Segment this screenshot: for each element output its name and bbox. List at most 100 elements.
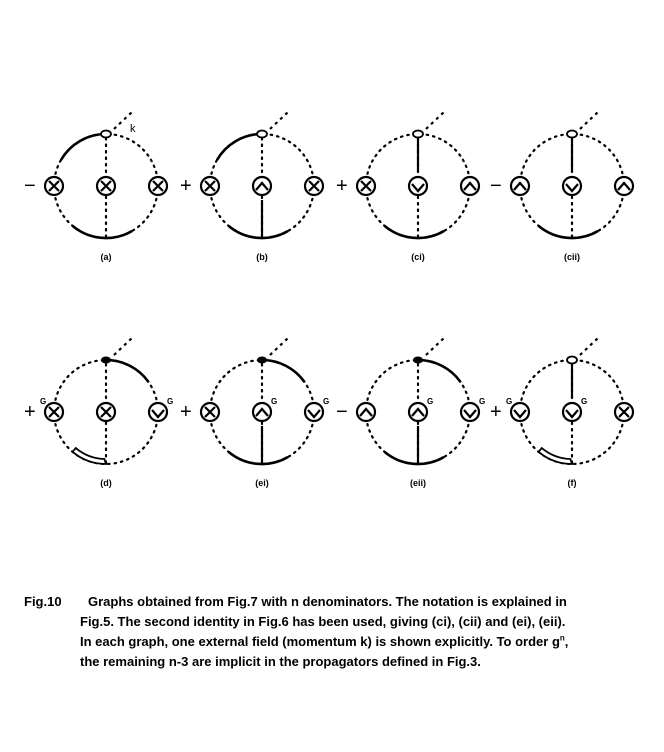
graph-ei-operator: + bbox=[180, 401, 192, 423]
graph-f-right-vertex-cross-mark bbox=[618, 406, 630, 418]
graph-ci: + (ci) bbox=[336, 111, 481, 262]
graph-ei-solid-arc-bottom bbox=[227, 450, 289, 466]
graph-d-right-g-label: G bbox=[167, 397, 173, 406]
figure-caption: Fig.10 Graphs obtained from Fig.7 with n … bbox=[24, 592, 644, 672]
graph-ci-right-vertex bbox=[459, 175, 481, 197]
graph-ci-left-vertex-cross-mark bbox=[360, 180, 372, 192]
graph-b-label: (b) bbox=[256, 252, 268, 262]
graph-d-right-vertex-ring bbox=[147, 401, 169, 423]
graph-ei-center-g-label: G bbox=[271, 397, 277, 406]
graph-cii-left-vertex bbox=[509, 175, 531, 197]
caption-text-3a: In each graph, one external field (momen… bbox=[80, 634, 560, 649]
graph-d-solid-arc-top bbox=[105, 358, 150, 383]
graph-b-left-vertex-cross-mark bbox=[204, 180, 216, 192]
graph-ci-external-field bbox=[425, 111, 445, 130]
graph-d-center-vertex bbox=[95, 401, 117, 423]
graph-f-external-field bbox=[579, 337, 599, 356]
graph-ci-right-vertex-ring bbox=[459, 175, 481, 197]
graph-a: k−(a) bbox=[24, 111, 169, 262]
graph-ci-operator: + bbox=[336, 175, 348, 197]
graph-eii-solid-arc-top bbox=[417, 358, 462, 383]
graph-ci-center-vertex-vee-mark bbox=[411, 183, 425, 193]
graph-b-center-vertex-hat-mark bbox=[255, 181, 269, 191]
graph-f-center-g-label: G bbox=[581, 397, 587, 406]
graph-f-right-vertex bbox=[613, 401, 635, 423]
graph-cii-top-vertex bbox=[566, 129, 578, 139]
graph-eii-operator: − bbox=[336, 401, 348, 423]
graph-d-left-g-label: G bbox=[40, 397, 46, 406]
graph-f-label: (f) bbox=[568, 478, 577, 488]
graph-a-right-vertex-cross-mark bbox=[152, 180, 164, 192]
graph-eii-center-vertex-ring bbox=[407, 401, 429, 423]
graph-b-center-vertex-ring bbox=[251, 175, 273, 197]
graph-b-operator: + bbox=[180, 175, 192, 197]
graph-cii-right-vertex-ring bbox=[613, 175, 635, 197]
graph-ci-label: (ci) bbox=[411, 252, 425, 262]
graph-eii-label: (eii) bbox=[410, 478, 426, 488]
graph-d-right-vertex-vee-mark bbox=[151, 409, 165, 419]
caption-text-3b: , bbox=[564, 634, 569, 649]
graph-a-momentum-label: k bbox=[130, 123, 136, 135]
graph-b-right-vertex-cross-mark bbox=[308, 180, 320, 192]
caption-line-2: Fig.5. The second identity in Fig.6 has … bbox=[80, 614, 566, 629]
graph-f-top-vertex bbox=[566, 355, 578, 365]
graph-cii-external-field bbox=[579, 111, 599, 130]
graph-eii-left-vertex bbox=[355, 401, 377, 423]
graph-cii-solid-arc-bottom bbox=[537, 224, 599, 240]
graph-f-left-vertex-ring bbox=[509, 401, 531, 423]
graph-ei-right-vertex-ring bbox=[303, 401, 325, 423]
graph-b-top-vertex bbox=[256, 129, 268, 139]
graph-d-right-vertex bbox=[147, 401, 169, 423]
graph-cii-right-vertex bbox=[613, 175, 635, 197]
graph-f-operator: + bbox=[490, 401, 502, 423]
graph-cii-operator: − bbox=[490, 175, 502, 197]
graph-cii-center-vertex bbox=[561, 175, 583, 197]
graph-eii-center-g-label: G bbox=[427, 397, 433, 406]
graph-ei-label: (ei) bbox=[255, 478, 269, 488]
caption-line-3: In each graph, one external field (momen… bbox=[24, 632, 644, 652]
graph-cii-label: (cii) bbox=[564, 252, 580, 262]
graph-f-center-vertex bbox=[561, 401, 583, 423]
graph-ei-center-vertex-hat-mark bbox=[255, 407, 269, 417]
graph-eii-external-field bbox=[425, 337, 445, 356]
graph-cii-center-vertex-ring bbox=[561, 175, 583, 197]
graph-d-operator: + bbox=[24, 401, 36, 423]
graph-b-solid-arc-top bbox=[215, 132, 263, 161]
caption-line-1: Fig.10 Graphs obtained from Fig.7 with n … bbox=[24, 592, 644, 612]
caption-line-4: the remaining n-3 are implicit in the pr… bbox=[80, 654, 481, 669]
graph-a-left-vertex bbox=[43, 175, 65, 197]
graph-ci-top-vertex bbox=[412, 129, 424, 139]
caption-figure-number: Fig.10 bbox=[24, 594, 62, 609]
graph-f-center-vertex-vee-mark bbox=[565, 409, 579, 419]
caption-superscript: n bbox=[559, 633, 565, 643]
graph-b-solid-arc-bottom bbox=[227, 224, 289, 240]
graph-f-left-g-label: G bbox=[506, 397, 512, 406]
graph-a-label: (a) bbox=[101, 252, 112, 262]
graph-b-left-vertex bbox=[199, 175, 221, 197]
caption-text-1: Graphs obtained from Fig.7 with n denomi… bbox=[88, 594, 567, 609]
graph-d-top-vertex bbox=[101, 356, 111, 364]
graph-f-left-vertex-vee-mark bbox=[513, 409, 527, 419]
graph-ei-right-vertex-vee-mark bbox=[307, 409, 321, 419]
graph-eii-solid-arc-bottom bbox=[383, 450, 445, 466]
graph-d-left-vertex-cross-mark bbox=[48, 406, 60, 418]
graph-ei-external-field bbox=[269, 337, 289, 356]
graph-eii-center-vertex-hat-mark bbox=[411, 407, 425, 417]
graph-ei-right-g-label: G bbox=[323, 397, 329, 406]
graph-eii-center-vertex bbox=[407, 401, 429, 423]
graph-a-solid-arc-top bbox=[59, 132, 107, 161]
graph-d-external-field bbox=[113, 337, 133, 356]
graph-eii-right-vertex-vee-mark bbox=[463, 409, 477, 419]
graph-eii-left-vertex-hat-mark bbox=[359, 407, 373, 417]
graph-a-center-vertex-cross-mark bbox=[100, 180, 112, 192]
graph-ei-right-vertex bbox=[303, 401, 325, 423]
graph-ei-left-vertex bbox=[199, 401, 221, 423]
graph-ei: G G + (ei) bbox=[180, 337, 329, 488]
graph-a-solid-arc-bottom bbox=[71, 224, 133, 240]
graph-a-left-vertex-cross-mark bbox=[48, 180, 60, 192]
graph-a-top-vertex bbox=[100, 129, 112, 139]
graph-d-double-propagator bbox=[71, 446, 108, 465]
